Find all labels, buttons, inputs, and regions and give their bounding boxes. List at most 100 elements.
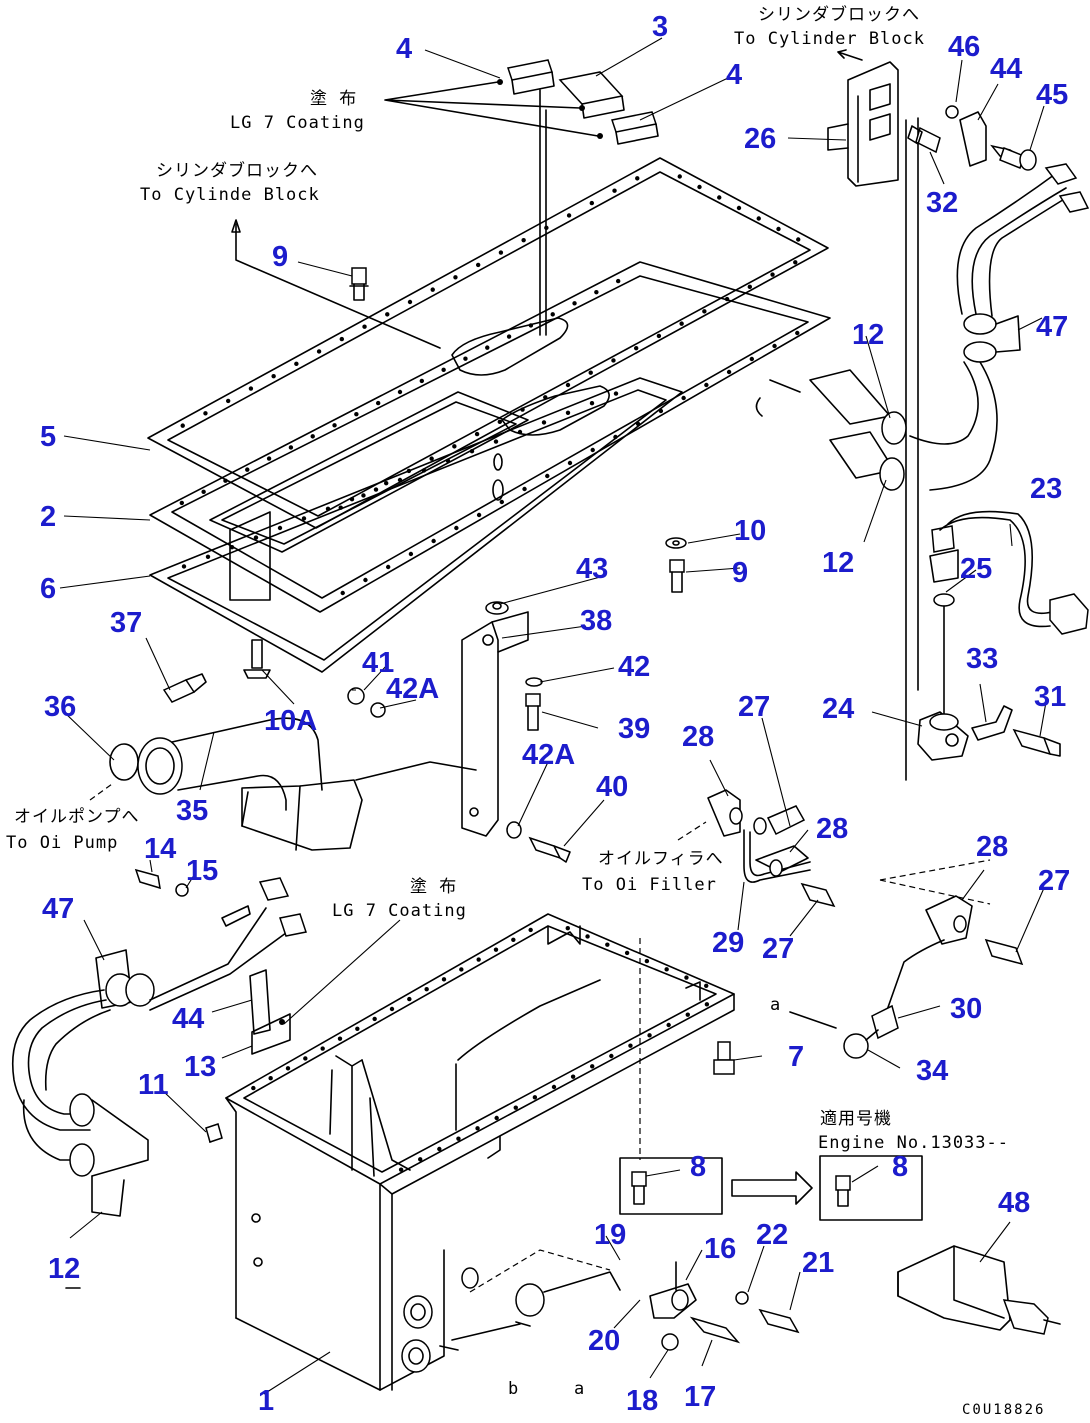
bolt-hole xyxy=(429,456,434,461)
callout-16: 16 xyxy=(704,1233,736,1265)
callout-41: 41 xyxy=(362,647,394,679)
bolt-hole xyxy=(303,1056,308,1061)
part-hose-left-3 xyxy=(22,1099,91,1161)
callout-11: 11 xyxy=(138,1069,169,1101)
part-bracket-19 xyxy=(461,1267,621,1317)
bolt-hole xyxy=(251,1085,256,1091)
callout-38: 38 xyxy=(580,605,612,637)
callout-35: 35 xyxy=(176,795,208,827)
bolt-hole xyxy=(408,551,414,557)
part-plug-11 xyxy=(205,1123,223,1143)
callout-42: 42 xyxy=(618,651,650,683)
bolt-hole xyxy=(499,499,505,505)
bolt-hole xyxy=(612,188,617,193)
note-cyl-block-top-en: To Cylinder Block xyxy=(734,29,925,49)
drawing-code: C0U18826 xyxy=(962,1402,1045,1418)
callout-48: 48 xyxy=(998,1187,1030,1219)
callout-12: 12 xyxy=(48,1253,80,1285)
callout-32: 32 xyxy=(926,187,958,219)
bolt-hole xyxy=(453,275,458,280)
bolt-hole xyxy=(605,942,610,947)
note-coating-top-en: LG 7 Coating xyxy=(230,113,365,133)
callout-45: 45 xyxy=(1036,79,1068,111)
ref-b-bottom: b xyxy=(508,1379,519,1399)
bolt-hole xyxy=(567,460,573,466)
bolt-hole xyxy=(431,538,436,544)
callout-33: 33 xyxy=(966,643,998,675)
part-hose-left-inner xyxy=(27,999,107,1115)
bolt-hole xyxy=(475,1126,480,1131)
note-engine-jp: 適用号機 xyxy=(820,1109,892,1129)
bolt-hole xyxy=(430,287,435,292)
callout-8: 8 xyxy=(690,1151,706,1183)
part-breather-hose xyxy=(956,163,1090,317)
bolt-hole xyxy=(543,395,548,400)
bolt-hole xyxy=(225,398,231,404)
bolt-hole xyxy=(494,1115,499,1121)
bolt-hole xyxy=(389,1006,395,1012)
bolt-hole xyxy=(361,493,366,498)
callout-9: 9 xyxy=(272,241,288,273)
part-clamp-28-upper xyxy=(707,789,743,837)
callout-29: 29 xyxy=(712,927,744,959)
part-oil-pan-1 xyxy=(207,913,735,1391)
part-gasket-6 xyxy=(149,377,683,673)
part-clamp-28-lower xyxy=(925,895,973,945)
arrow-to-oil-pump xyxy=(89,783,113,801)
bolt-hole xyxy=(590,447,595,453)
bolt-hole xyxy=(485,345,490,350)
bolt-hole xyxy=(770,272,775,277)
part-sensor-25 xyxy=(929,525,959,721)
bolt-hole xyxy=(724,296,730,302)
ref-a-mark-top xyxy=(755,397,763,417)
callout-17: 17 xyxy=(684,1381,716,1413)
bolt-hole xyxy=(316,349,322,354)
bolt-hole xyxy=(310,434,315,439)
callout-4: 4 xyxy=(396,33,412,65)
part-elbow-12-lower xyxy=(829,431,905,491)
callout-47: 47 xyxy=(1036,311,1068,343)
bolt-hole xyxy=(522,486,527,492)
callout-28: 28 xyxy=(682,721,714,753)
bolt-hole xyxy=(704,382,709,388)
part-bolt-27-middle xyxy=(800,882,836,908)
bolt-hole xyxy=(647,1033,652,1038)
part-bracket-33 xyxy=(971,705,1013,741)
part-bracket-13 xyxy=(251,1013,291,1055)
leader-coating-mid xyxy=(283,919,401,1025)
bolt-hole xyxy=(589,200,595,206)
bolt-hole xyxy=(373,487,379,492)
part-pipe-35 xyxy=(137,717,477,851)
dipstick-tube xyxy=(905,117,919,781)
bolt-hole xyxy=(513,1105,518,1110)
bolt-hole xyxy=(456,1136,461,1141)
bolt-hole xyxy=(544,225,549,231)
part-bracket-38 xyxy=(461,611,529,837)
part-wire-harness-left xyxy=(149,907,291,1011)
bolt-hole xyxy=(203,411,208,416)
callout-13: 13 xyxy=(184,1051,216,1083)
bolt-hole xyxy=(570,1074,576,1079)
part-bracket-44-left xyxy=(249,969,271,1035)
bolt-hole xyxy=(223,478,228,483)
bolt-hole xyxy=(454,525,459,531)
bolt-hole xyxy=(615,278,621,284)
callout-8: 8 xyxy=(892,1151,908,1183)
arrow-to-a xyxy=(769,379,801,393)
part-washer-10 xyxy=(665,537,687,549)
part-bolt-40 xyxy=(528,836,571,863)
part-bolt-37 xyxy=(162,673,207,703)
bolt-hole xyxy=(497,419,503,425)
gasket-holes xyxy=(179,174,801,596)
bolt-hole xyxy=(520,407,525,412)
callout-23: 23 xyxy=(1030,473,1062,505)
bolt-hole xyxy=(684,975,689,980)
bolt-hole xyxy=(493,947,499,952)
bolt-hole xyxy=(419,378,425,384)
bolt-hole xyxy=(332,423,337,428)
bolt-hole xyxy=(277,525,283,531)
arrow-to-cyl-top xyxy=(837,49,863,61)
callout-7: 7 xyxy=(788,1041,804,1073)
part-wire-23-inner xyxy=(947,510,1053,615)
